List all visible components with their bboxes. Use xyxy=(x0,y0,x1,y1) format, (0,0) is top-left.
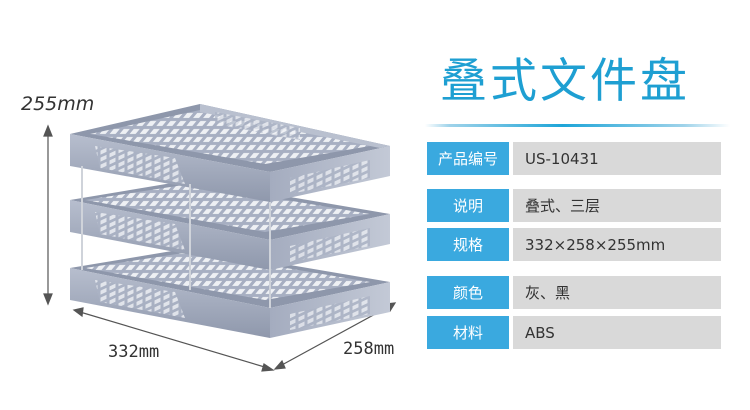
tray-top xyxy=(70,104,390,202)
width-dimension-line xyxy=(72,307,275,372)
support-rods xyxy=(81,166,271,308)
height-dimension-line xyxy=(43,124,53,306)
spec-row-size: 规格 332×258×255mm xyxy=(427,228,721,261)
spec-value: 灰、黑 xyxy=(513,276,721,309)
product-title: 叠式文件盘 xyxy=(440,54,690,109)
spec-key: 材料 xyxy=(427,316,509,349)
spec-value: ABS xyxy=(513,316,721,349)
spec-row-material: 材料 ABS xyxy=(427,316,721,349)
spec-key: 产品编号 xyxy=(427,142,509,175)
spec-row-color: 颜色 灰、黑 xyxy=(427,276,721,309)
width-dimension-label: 332mm xyxy=(108,342,160,362)
spec-row-product-number: 产品编号 US-10431 xyxy=(427,142,721,175)
spec-value: 332×258×255mm xyxy=(513,228,721,261)
spec-key: 说明 xyxy=(427,189,509,222)
height-dimension-label: 255mm xyxy=(21,93,95,115)
title-underline xyxy=(425,124,730,127)
spec-row-description: 说明 叠式、三层 xyxy=(427,189,721,222)
tray-middle xyxy=(70,180,390,270)
spec-value: 叠式、三层 xyxy=(513,189,721,222)
tray-bottom xyxy=(70,248,390,338)
spec-key: 规格 xyxy=(427,228,509,261)
depth-dimension-line xyxy=(273,302,397,370)
depth-dimension-label: 258mm xyxy=(343,339,395,359)
spec-value: US-10431 xyxy=(513,142,721,175)
product-image xyxy=(43,104,397,372)
spec-key: 颜色 xyxy=(427,276,509,309)
